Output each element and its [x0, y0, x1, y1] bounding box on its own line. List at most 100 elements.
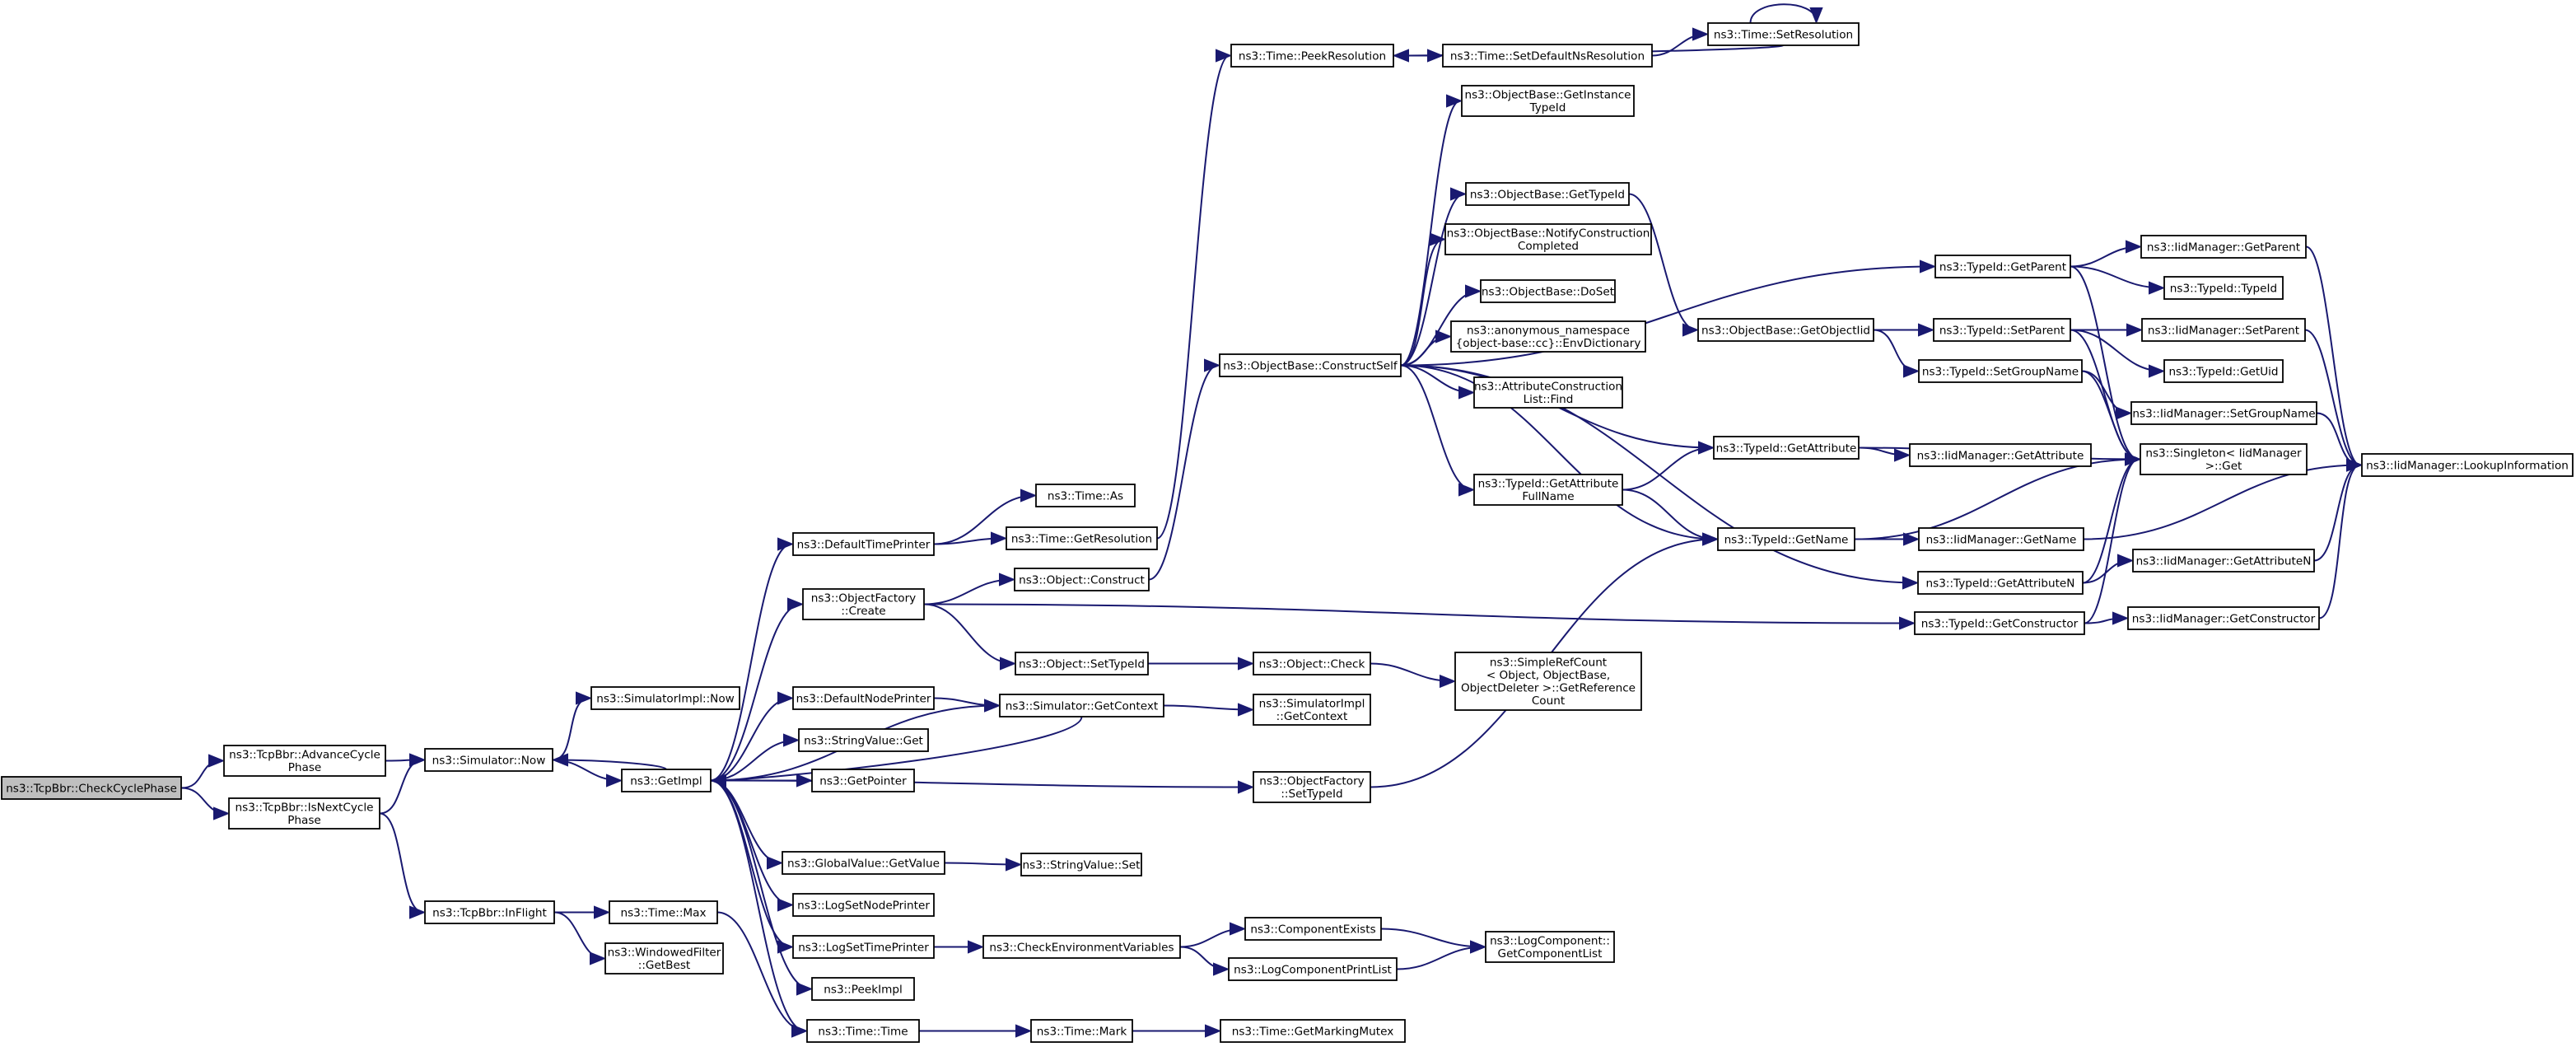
node-label: ns3::Time::As	[1048, 489, 1123, 502]
call-edge	[933, 697, 998, 706]
function-node[interactable]: ns3::GlobalValue::GetValue	[782, 851, 945, 875]
function-node[interactable]: ns3::Time::Mark	[1030, 1019, 1133, 1043]
node-label: ns3::PeekImpl	[824, 983, 902, 996]
node-label: ns3::ObjectBase::NotifyConstruction	[1447, 227, 1650, 241]
function-node[interactable]: ns3::ObjectBase::NotifyConstructionCompl…	[1444, 223, 1652, 255]
call-edge	[710, 605, 801, 782]
node-box	[1015, 652, 1149, 675]
function-node[interactable]: ns3::ObjectBase::GetTypeId	[1465, 182, 1630, 206]
function-node[interactable]: ns3::TypeId::GetName	[1717, 527, 1855, 551]
function-node[interactable]: ns3::PeekImpl	[811, 977, 915, 1001]
call-edge	[1628, 193, 1696, 330]
function-node[interactable]: ns3::IidManager::SetParent	[2141, 318, 2306, 342]
function-node[interactable]: ns3::Object::Construct	[1014, 568, 1150, 591]
node-label: ns3::Time::Max	[620, 906, 706, 919]
node-box	[609, 900, 718, 924]
node-box	[1442, 44, 1653, 68]
function-node[interactable]: ns3::LogComponentPrintList	[1228, 957, 1398, 981]
node-box	[1461, 85, 1635, 117]
function-node[interactable]: ns3::Simulator::Now	[424, 748, 553, 772]
function-node[interactable]: ns3::IidManager::GetAttribute	[1909, 443, 2092, 467]
function-node[interactable]: ns3::DefaultTimePrinter	[792, 532, 935, 556]
function-node[interactable]: ns3::LogComponent::GetComponentList	[1485, 931, 1615, 963]
call-edge	[1148, 366, 1218, 581]
function-node[interactable]: ns3::GetPointer	[811, 769, 915, 792]
function-node[interactable]: ns3::Time::GetMarkingMutex	[1220, 1019, 1406, 1043]
function-node[interactable]: ns3::ObjectBase::DoSet	[1480, 279, 1616, 303]
call-edge	[1179, 929, 1244, 948]
root-function-node[interactable]: ns3::TcpBbr::CheckCyclePhase	[1, 776, 182, 800]
function-node[interactable]: ns3::ObjectBase::ConstructSelf	[1219, 353, 1402, 377]
function-node[interactable]: ns3::LogSetTimePrinter	[792, 935, 935, 959]
node-label: ns3::IidManager::SetParent	[2148, 324, 2299, 337]
function-node[interactable]: ns3::Time::Max	[609, 900, 718, 924]
function-node[interactable]: ns3::Time::SetResolution	[1707, 22, 1860, 46]
call-edge	[1651, 35, 1706, 57]
function-node[interactable]: ns3::IidManager::GetAttributeN	[2132, 549, 2315, 573]
node-label: ns3::TypeId::GetName	[1724, 533, 1849, 546]
node-box	[1020, 853, 1142, 876]
function-node[interactable]: ns3::SimpleRefCount< Object, ObjectBase,…	[1454, 652, 1642, 711]
function-node[interactable]: ns3::IidManager::GetParent	[2140, 235, 2307, 259]
function-node[interactable]: ns3::LogSetNodePrinter	[792, 893, 935, 917]
node-label: ns3::ObjectFactory	[1259, 775, 1364, 788]
function-node[interactable]: ns3::IidManager::LookupInformation	[2361, 453, 2574, 477]
node-label: ns3::anonymous_namespace	[1467, 325, 1630, 338]
function-node[interactable]: ns3::Singleton< IidManager >::Get	[2140, 443, 2308, 475]
function-node[interactable]: ns3::TypeId::GetConstructor	[1914, 611, 2085, 635]
function-node[interactable]: ns3::GetImpl	[621, 769, 712, 792]
node-box	[223, 745, 386, 777]
function-node[interactable]: ns3::TypeId::GetAttributeN	[1917, 571, 2084, 595]
function-node[interactable]: ns3::Time::PeekResolution	[1230, 44, 1394, 68]
node-label: ns3::Singleton< IidManager	[2145, 447, 2302, 460]
function-node[interactable]: ns3::CheckEnvironmentVariables	[982, 935, 1181, 959]
node-label: ns3::Time::GetResolution	[1011, 532, 1152, 545]
function-node[interactable]: ns3::TypeId::GetUid	[2163, 359, 2284, 383]
function-node[interactable]: ns3::TypeId::SetParent	[1933, 318, 2071, 342]
function-node[interactable]: ns3::Object::Check	[1253, 652, 1371, 675]
function-node[interactable]: ns3::WindowedFilter::GetBest	[604, 942, 724, 975]
node-label: ns3::IidManager::GetName	[1926, 533, 2077, 546]
call-edge	[553, 911, 604, 959]
node-label: ns3::TypeId::GetAttribute	[1478, 478, 1619, 491]
function-node[interactable]: ns3::IidManager::GetConstructor	[2127, 606, 2320, 630]
function-node[interactable]: ns3::TypeId::GetAttribute	[1713, 436, 1860, 460]
function-node[interactable]: ns3::IidManager::GetName	[1918, 527, 2084, 551]
function-node[interactable]: ns3::ObjectFactory::Create	[802, 588, 925, 620]
function-node[interactable]: ns3::Object::SetTypeId	[1015, 652, 1149, 675]
call-edge	[1400, 364, 1472, 490]
function-node[interactable]: ns3::TypeId::GetParent	[1934, 255, 2071, 278]
function-node[interactable]: ns3::Time::SetDefaultNsResolution	[1442, 44, 1653, 68]
node-label: ns3::StringValue::Set	[1023, 858, 1141, 872]
node-label: ns3::TcpBbr::CheckCyclePhase	[6, 782, 177, 795]
function-node[interactable]: ns3::TypeId::SetGroupName	[1918, 359, 2083, 383]
function-node[interactable]: ns3::ObjectBase::GetObjectIid	[1697, 318, 1874, 342]
function-node[interactable]: ns3::DefaultNodePrinter	[792, 686, 935, 710]
function-node[interactable]: ns3::StringValue::Get	[798, 728, 929, 752]
node-box	[798, 728, 929, 752]
function-node[interactable]: ns3::Time::GetResolution	[1006, 526, 1158, 550]
function-node[interactable]: ns3::SimulatorImpl::GetContext	[1253, 694, 1371, 726]
call-edge	[944, 863, 1020, 865]
function-node[interactable]: ns3::StringValue::Set	[1020, 853, 1142, 876]
function-node[interactable]: ns3::TypeId::TypeId	[2163, 276, 2284, 300]
function-node[interactable]: ns3::anonymous_namespace{object-base::cc…	[1450, 320, 1646, 353]
function-node[interactable]: ns3::Time::Time	[806, 1019, 920, 1043]
function-node[interactable]: ns3::ComponentExists	[1244, 917, 1382, 941]
node-label: ns3::ObjectFactory	[811, 592, 916, 605]
function-node[interactable]: ns3::SimulatorImpl::Now	[590, 686, 740, 710]
node-label: {object-base::cc}::EnvDictionary	[1456, 337, 1641, 350]
function-node[interactable]: ns3::ObjectFactory::SetTypeId	[1253, 771, 1371, 803]
node-label: ns3::IidManager::SetGroupName	[2132, 407, 2315, 420]
node-label: ns3::TypeId::GetUid	[2168, 365, 2278, 378]
function-node[interactable]: ns3::Simulator::GetContext	[999, 694, 1164, 717]
function-node[interactable]: ns3::TcpBbr::InFlight	[424, 900, 555, 924]
function-node[interactable]: ns3::IidManager::SetGroupName	[2130, 401, 2317, 425]
node-label: ns3::LogComponent::	[1490, 935, 1610, 948]
function-node[interactable]: ns3::Time::As	[1035, 484, 1136, 507]
